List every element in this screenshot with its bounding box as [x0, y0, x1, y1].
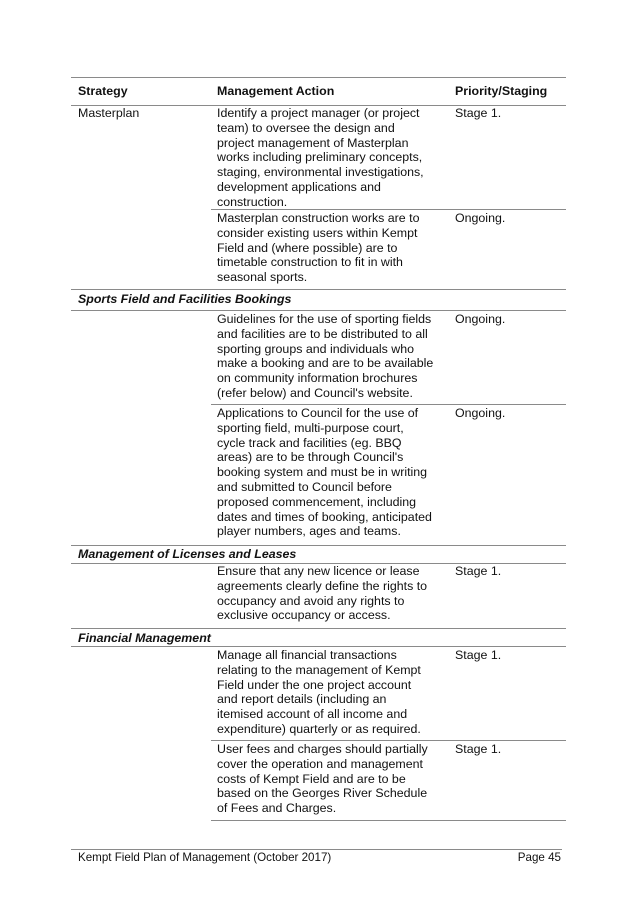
- action-text-line: player numbers, ages and teams.: [217, 524, 401, 539]
- priority-cell: Stage 1.: [455, 648, 502, 662]
- header-management-action: Management Action: [217, 84, 335, 98]
- section-rule: [71, 628, 566, 629]
- row-rule: [211, 404, 566, 405]
- management-action-cell: Guidelines for the use of sporting field…: [217, 312, 433, 401]
- section-heading: Management of Licenses and Leases: [78, 547, 297, 561]
- table-top-rule: [71, 77, 566, 78]
- priority-cell: Ongoing.: [455, 312, 506, 326]
- priority-cell: Stage 1.: [455, 564, 502, 578]
- header-bottom-rule: [71, 105, 566, 106]
- action-text-line: proposed commencement, including: [217, 494, 417, 509]
- action-text-line: sporting groups and individuals who: [217, 341, 414, 356]
- action-text-line: areas) are to be through Council's: [217, 450, 404, 465]
- footer-document-title: Kempt Field Plan of Management (October …: [78, 851, 332, 864]
- action-text-line: staging, environmental investigations,: [217, 165, 424, 180]
- action-text-line: sporting field, multi-purpose court,: [217, 420, 404, 435]
- action-text-line: Identify a project manager (or project: [217, 106, 420, 120]
- action-text-line: costs of Kempt Field and are to be: [217, 771, 406, 786]
- action-text-line: (refer below) and Council's website.: [217, 385, 413, 400]
- strategy-cell: Masterplan: [78, 106, 140, 120]
- section-rule: [71, 289, 566, 290]
- action-text-line: expenditure) quarterly or as required.: [217, 721, 421, 736]
- action-text-line: seasonal sports.: [217, 270, 308, 285]
- action-text-line: occupancy and avoid any rights to: [217, 593, 405, 608]
- header-priority-staging: Priority/Staging: [455, 84, 548, 98]
- footer-page-number: Page 45: [517, 851, 561, 864]
- priority-cell: Ongoing.: [455, 211, 506, 225]
- action-text-line: make a booking and are to be available: [217, 356, 434, 371]
- section-heading: Sports Field and Facilities Bookings: [78, 292, 292, 306]
- action-text-line: cover the operation and management: [217, 756, 423, 771]
- action-text-line: User fees and charges should partially: [217, 742, 428, 756]
- priority-cell: Stage 1.: [455, 106, 502, 120]
- action-text-line: Ensure that any new licence or lease: [217, 564, 420, 578]
- priority-cell: Stage 1.: [455, 742, 502, 756]
- action-text-line: works including preliminary concepts,: [217, 150, 423, 165]
- footer-rule: [71, 849, 562, 850]
- action-text-line: exclusive occupancy or access.: [217, 608, 391, 623]
- action-text-line: Manage all financial transactions: [217, 648, 397, 662]
- section-rule: [71, 545, 566, 546]
- action-text-line: timetable construction to fit in with: [217, 255, 403, 270]
- row-rule: [211, 740, 566, 741]
- action-text-line: consider existing users within Kempt: [217, 225, 418, 240]
- row-rule: [211, 209, 566, 210]
- action-text-line: agreements clearly define the rights to: [217, 578, 428, 593]
- action-text-line: team) to oversee the design and: [217, 120, 395, 135]
- action-text-line: project management of Masterplan: [217, 135, 409, 150]
- action-text-line: and submitted to Council before: [217, 479, 392, 494]
- action-text-line: Guidelines for the use of sporting field…: [217, 312, 432, 326]
- action-text-line: itemised account of all income and: [217, 707, 408, 722]
- action-text-line: cycle track and facilities (eg. BBQ: [217, 435, 402, 450]
- section-rule: [71, 646, 566, 647]
- section-rule: [71, 563, 566, 564]
- action-text-line: dates and times of booking, anticipated: [217, 509, 432, 524]
- section-heading: Financial Management: [78, 631, 211, 645]
- header-strategy: Strategy: [78, 84, 128, 98]
- action-text-line: and facilities are to be distributed to …: [217, 326, 428, 341]
- action-text-line: on community information brochures: [217, 371, 418, 386]
- action-text-line: development applications and: [217, 179, 381, 194]
- table-bottom-rule: [211, 820, 566, 821]
- action-text-line: based on the Georges River Schedule: [217, 786, 428, 801]
- action-text-line: relating to the management of Kempt: [217, 662, 421, 677]
- action-text-line: Applications to Council for the use of: [217, 406, 419, 420]
- action-text-line: booking system and must be in writing: [217, 465, 428, 480]
- section-rule: [71, 310, 566, 311]
- action-text-line: construction.: [217, 194, 288, 209]
- action-text-line: and report details (including an: [217, 692, 387, 707]
- action-text-line: Masterplan construction works are to: [217, 211, 420, 225]
- action-text-line: Field under the one project account: [217, 677, 412, 692]
- action-text-line: of Fees and Charges.: [217, 801, 337, 816]
- priority-cell: Ongoing.: [455, 406, 506, 420]
- action-text-line: Field and (where possible) are to: [217, 240, 398, 255]
